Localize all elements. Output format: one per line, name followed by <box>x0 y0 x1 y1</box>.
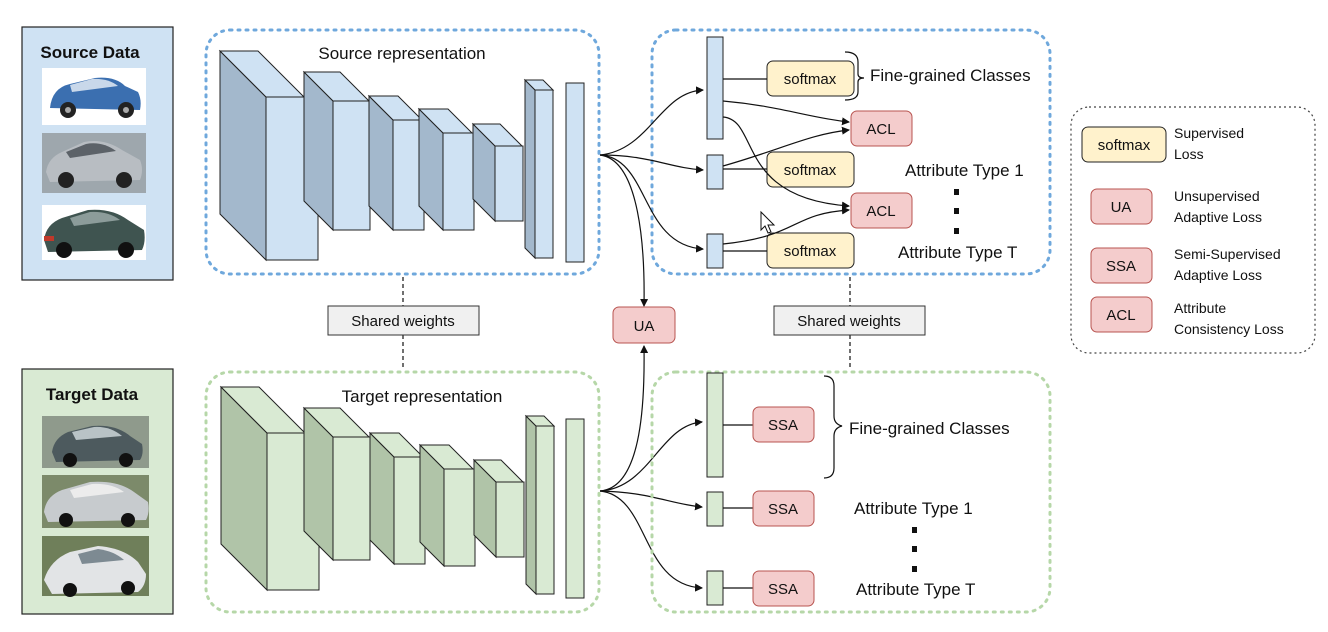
legend-frame <box>1070 106 1316 354</box>
target-car-image <box>42 416 149 468</box>
fine-grained-brace <box>844 51 865 101</box>
target-attr1-fc <box>706 491 724 527</box>
svg-text:SSA: SSA <box>768 417 798 434</box>
svg-text:Adaptive Loss: Adaptive Loss <box>1174 267 1262 283</box>
svg-text:Semi-Supervised: Semi-Supervised <box>1174 246 1281 262</box>
target-data-panel: Target Data <box>21 368 174 615</box>
source-branch-arrows <box>599 86 704 307</box>
source-network: Source representation <box>204 28 601 276</box>
svg-text:Supervised: Supervised <box>1174 125 1244 141</box>
target-car-image <box>42 536 149 597</box>
source-data-title: Source Data <box>40 43 140 62</box>
shared-weights-box-left: Shared weights <box>327 305 480 336</box>
svg-text:ACL: ACL <box>1106 307 1135 324</box>
ellipsis-dots <box>912 527 917 572</box>
target-data-title: Target Data <box>46 385 139 404</box>
legend-item-acl: ACL Attribute Consistency Loss <box>1090 296 1284 337</box>
svg-text:Adaptive Loss: Adaptive Loss <box>1174 209 1262 225</box>
ua-box: UA <box>612 306 676 344</box>
target-network: Target representation <box>204 370 601 614</box>
source-attr1-fc <box>706 154 724 190</box>
source-car-image <box>42 133 146 193</box>
source-car-image <box>42 205 146 260</box>
target-fc-layer-2 <box>565 418 585 599</box>
legend-item-ssa: SSA Semi-Supervised Adaptive Loss <box>1090 246 1281 284</box>
legend-item-ua: UA Unsupervised Adaptive Loss <box>1090 188 1262 225</box>
source-fine-grained-label: Fine-grained Classes <box>870 66 1031 85</box>
svg-text:Unsupervised: Unsupervised <box>1174 188 1260 204</box>
source-data-panel: Source Data <box>21 26 174 281</box>
source-attr1-label: Attribute Type 1 <box>905 161 1024 180</box>
target-attrT-label: Attribute Type T <box>856 580 975 599</box>
acl-arrow <box>722 100 850 126</box>
source-network-frame <box>204 28 601 276</box>
ellipsis-dots <box>954 189 959 234</box>
acl-box-2: ACL <box>850 192 913 229</box>
source-heads: softmax softmax softmax ACL ACL Fine-gra… <box>650 28 1052 276</box>
target-heads: SSA SSA SSA Fine-grained Classes Attribu… <box>650 370 1052 614</box>
target-representation-label: Target representation <box>342 387 503 406</box>
source-attrT-fc <box>706 233 724 269</box>
softmax-box-attr1: softmax <box>766 151 855 188</box>
svg-text:softmax: softmax <box>784 162 837 179</box>
ssa-box-attrT: SSA <box>752 570 815 607</box>
svg-text:ACL: ACL <box>866 121 895 138</box>
ssa-box-fine-grained: SSA <box>752 406 815 443</box>
source-fc-layer-1 <box>523 78 555 260</box>
svg-text:softmax: softmax <box>784 71 837 88</box>
target-conv-block-5 <box>472 458 525 559</box>
ssa-box-attr1: SSA <box>752 490 815 527</box>
svg-text:SSA: SSA <box>768 501 798 518</box>
softmax-box-attrT: softmax <box>766 232 855 269</box>
source-fc-layer-2 <box>565 82 585 263</box>
svg-text:SSA: SSA <box>768 581 798 598</box>
svg-text:ACL: ACL <box>866 203 895 220</box>
source-conv-block-2 <box>302 70 371 232</box>
legend-item-softmax: softmax Supervised Loss <box>1081 125 1244 163</box>
target-conv-block-4 <box>418 443 476 568</box>
acl-box-1: ACL <box>850 110 913 147</box>
source-representation-label: Source representation <box>318 44 485 63</box>
source-car-image <box>42 68 146 125</box>
source-conv-block-3 <box>367 94 425 232</box>
source-conv-block-5 <box>471 122 524 223</box>
svg-text:softmax: softmax <box>1098 137 1151 154</box>
target-conv-block-2 <box>302 406 371 562</box>
svg-text:Consistency Loss: Consistency Loss <box>1174 321 1284 337</box>
svg-text:UA: UA <box>1111 199 1132 216</box>
target-network-frame <box>204 370 601 614</box>
target-fine-grained-label: Fine-grained Classes <box>849 419 1010 438</box>
svg-text:softmax: softmax <box>784 243 837 260</box>
target-fine-grained-brace <box>823 375 843 479</box>
softmax-box-fine-grained: softmax <box>766 60 855 97</box>
target-heads-frame <box>650 370 1052 614</box>
target-fc-layer-1 <box>524 414 556 596</box>
target-fine-grained-fc <box>706 372 724 478</box>
acl-arrow <box>722 206 850 245</box>
acl-arrow <box>722 116 850 210</box>
target-attrT-fc <box>706 570 724 606</box>
source-conv-block-1 <box>218 49 319 262</box>
svg-text:UA: UA <box>634 318 655 335</box>
svg-text:Loss: Loss <box>1174 146 1204 162</box>
target-car-image <box>42 475 149 528</box>
svg-text:Shared weights: Shared weights <box>797 313 900 330</box>
target-conv-block-3 <box>368 431 426 566</box>
shared-weights-box-right: Shared weights <box>773 305 926 336</box>
svg-text:SSA: SSA <box>1106 258 1136 275</box>
mouse-cursor-icon <box>760 210 776 234</box>
source-conv-block-4 <box>417 107 475 232</box>
acl-arrow <box>722 126 850 167</box>
target-attr1-label: Attribute Type 1 <box>854 499 973 518</box>
source-fine-grained-fc <box>706 36 724 140</box>
target-branch-arrows <box>599 345 703 592</box>
legend: softmax Supervised Loss UA Unsupervised … <box>1070 106 1316 354</box>
svg-text:Shared weights: Shared weights <box>351 313 454 330</box>
source-attrT-label: Attribute Type T <box>898 243 1017 262</box>
source-heads-frame <box>650 28 1052 276</box>
svg-text:Attribute: Attribute <box>1174 300 1226 316</box>
